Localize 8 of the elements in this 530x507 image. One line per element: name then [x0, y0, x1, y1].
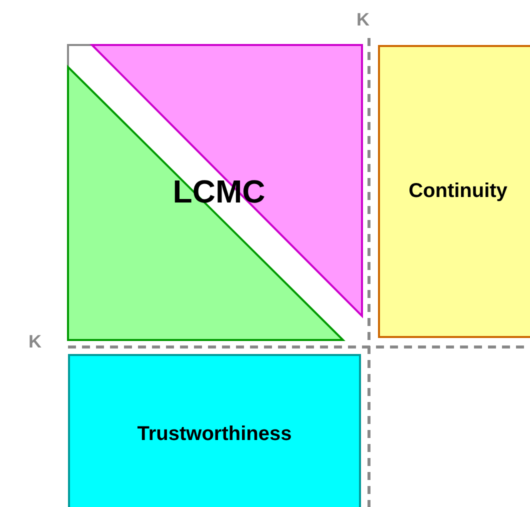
region-box — [378, 45, 530, 338]
region-title: Continuity — [408, 180, 508, 203]
axis-label: K — [356, 10, 370, 30]
triangle-region — [90, 44, 363, 318]
region-box — [68, 354, 361, 507]
region-title: Trustworthiness — [137, 422, 292, 446]
triangle-region — [67, 64, 346, 341]
axis-label: K — [28, 332, 42, 352]
